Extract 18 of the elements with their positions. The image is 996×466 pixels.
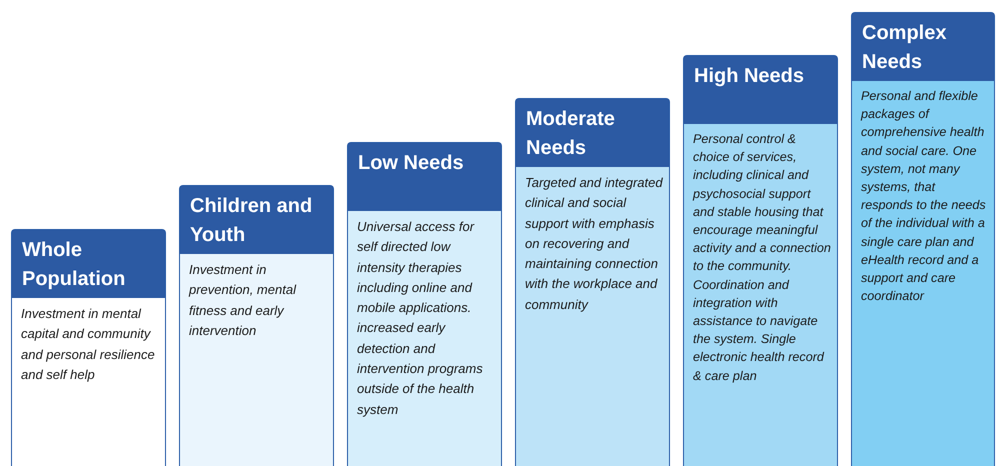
step-column [179, 185, 334, 466]
column-description: Personal and flexible packages of comprehensive health and social care. One system, not many systems, that responds to the needs of the individual with a single care plan and eHealth record and a support and care coordinator [860, 88, 987, 306]
column-heading: Complex Needs [852, 13, 994, 81]
step-column [683, 55, 838, 466]
column-description: Targeted and integrated clinical and social support with emphasis on recovering and maintaining connection with the workplace and community [524, 174, 664, 314]
column-description: Investment in mental capital and community and personal resilience and self help [20, 305, 156, 384]
column-description: Universal access for self directed low intensity therapies including online and mobile applications. increased early detection and intervention programs outside of the health system [356, 218, 484, 419]
column-description: Investment in prevention, mental fitness and early intervention [188, 261, 298, 340]
step-column [851, 12, 995, 466]
step-column [515, 98, 670, 466]
column-heading: Moderate Needs [516, 99, 669, 167]
column-heading: High Needs [684, 56, 837, 124]
column-description: Personal control & choice of services, including clinical and psychosocial support and stable housing that encourage meaningful activity and a connection to the community. Coordination and integration with assistance to navigate the system. Single electronic health record & care plan [692, 131, 832, 385]
step-column [347, 142, 502, 466]
column-heading: Low Needs [348, 143, 501, 211]
step-column [11, 229, 166, 466]
column-heading: Whole Population [12, 230, 165, 298]
column-heading: Children and Youth [180, 186, 333, 254]
